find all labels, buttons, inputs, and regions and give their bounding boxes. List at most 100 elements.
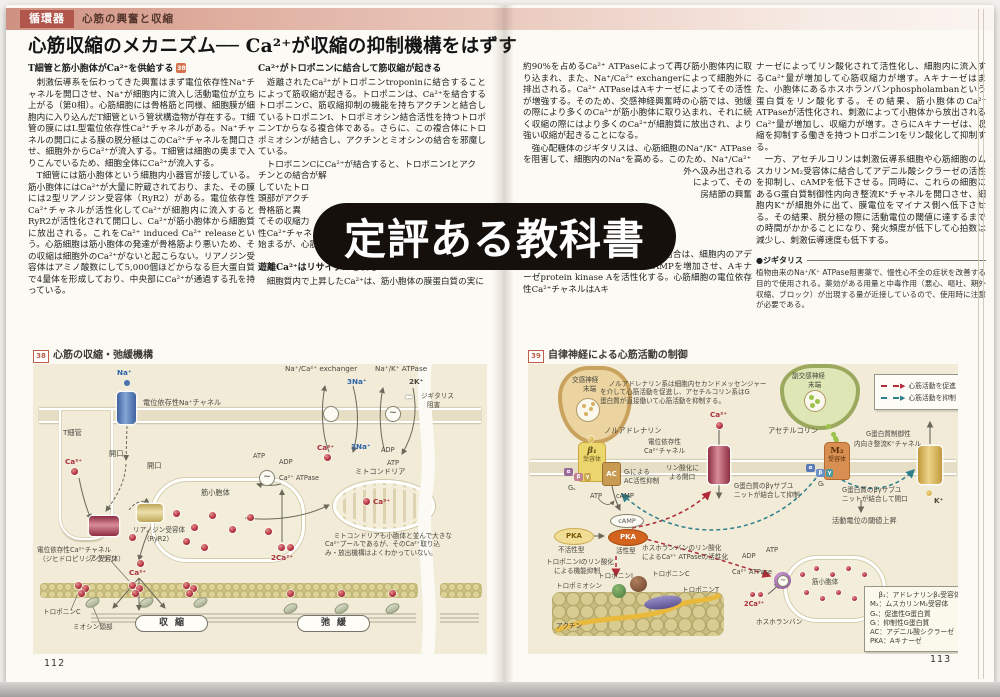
gs-alpha-subunit: α bbox=[564, 468, 573, 476]
ca-channel-label-2: Ca²⁺チャネル bbox=[644, 447, 686, 455]
paragraph: 細胞質内で上昇したCa²⁺は、筋小胞体の膜蛋白質の実に bbox=[266, 276, 484, 287]
ca-ion-dot bbox=[129, 534, 136, 541]
phospholamban-activation-label-2: によるCa²⁺ ATPaseの活性化 bbox=[642, 553, 729, 561]
troponin-i-ball bbox=[612, 584, 626, 598]
phospholamban-label: ホスホランバン bbox=[756, 618, 803, 626]
troponin-i-label: トロポニンI bbox=[598, 572, 633, 580]
ca-ion-dot bbox=[287, 544, 294, 551]
gi-alpha-subunit: α bbox=[806, 464, 815, 472]
column2-heading2: 遊離Ca²⁺はリサイクルされる bbox=[258, 262, 379, 273]
troponin-ca-dot bbox=[75, 582, 82, 589]
girk-label-2: 内向き整流K⁺チャネル bbox=[854, 440, 922, 448]
sr-label: 筋小胞体 bbox=[201, 488, 230, 497]
atp-label: ATP bbox=[387, 459, 400, 467]
camp-label: cAMP bbox=[616, 492, 634, 500]
digitalis-arrow-icon: ⬅ bbox=[405, 393, 413, 403]
adenylate-cyclase: AC bbox=[602, 462, 621, 486]
ca-ion-dot bbox=[183, 538, 190, 545]
ca-channel-label-1: 電位依存性Ca²⁺チャネル bbox=[37, 546, 112, 554]
ca-ion-dot bbox=[201, 544, 208, 551]
digitalis-label-1: ジギタリス bbox=[421, 392, 454, 400]
ca-ion-dot bbox=[209, 512, 216, 519]
ca-ion-dot bbox=[265, 528, 272, 535]
actin-filament bbox=[40, 583, 418, 598]
na-ion-dot bbox=[124, 380, 130, 386]
relax-pill: 弛緩 bbox=[297, 615, 370, 632]
ca-ion-dot bbox=[191, 524, 198, 531]
ca-atpase-label: Ca²⁺ ATPase bbox=[279, 474, 320, 482]
cell-membrane bbox=[39, 408, 481, 423]
nka-label: Na⁺/K⁺ ATPase bbox=[375, 364, 428, 373]
bg-inhibit-label-2: ニットが結合して抑制 bbox=[734, 491, 800, 499]
ca-atpase-label: Ca²⁺ ATPase bbox=[732, 568, 773, 576]
girk-label-1: G蛋白質制御性 bbox=[866, 430, 911, 438]
figure-ref-badge: 38 bbox=[176, 63, 187, 73]
bg-open-label-2: ニットが結合して開口 bbox=[842, 495, 908, 503]
myosin-head-detached bbox=[281, 601, 300, 616]
myosin-head-detached bbox=[383, 601, 402, 616]
ncx-label: Na⁺/Ca²⁺ exchanger bbox=[285, 364, 358, 373]
paragraph-partially-hidden: トロポニンCにCa²⁺が結合すると、トロポニンIとアクチンとの結合が解していたト… bbox=[258, 159, 476, 251]
ryr-label-1: リアノジン受容体 bbox=[133, 526, 186, 534]
ca-ion-dot bbox=[247, 514, 254, 521]
bg-inhibit-label-1: G蛋白質のβγサブユ bbox=[734, 482, 794, 490]
paragraph: 刺激伝導系を伝わってきた興奮はまず電位依存性Na⁺チャネルを開口させ、Na⁺が細… bbox=[28, 78, 255, 169]
contract-pill: 収縮 bbox=[135, 615, 208, 632]
page-number-right: 113 bbox=[930, 654, 952, 665]
page-edge-line bbox=[978, 9, 979, 679]
paragraph: 遊離されたCa²⁺がトロポニンtroponinに結合することによって筋収縮が起き… bbox=[258, 78, 486, 157]
troponin-t-label: トロポニンT bbox=[682, 586, 719, 594]
t-tubule-label: T細管 bbox=[63, 428, 82, 437]
section-tab: 循環器 bbox=[20, 10, 74, 28]
phospholamban-activation-label-1: ホスホランバンのリン酸化 bbox=[642, 544, 722, 552]
myosin-head-label: ミオシン頭部 bbox=[73, 623, 113, 631]
l-type-ca-channel bbox=[708, 446, 730, 484]
ca-ion-dot bbox=[324, 454, 331, 461]
gi-beta-subunit: β bbox=[816, 469, 825, 477]
figure38-panel: Na⁺ 電位依存性Na⁺チャネル T細管 Ca²⁺ 開口 開口 電位依存性Ca²… bbox=[33, 364, 487, 654]
troponin-ca-dot bbox=[186, 590, 193, 597]
na-channel-label: 電位依存性Na⁺チャネル bbox=[143, 398, 222, 407]
troponin-ca-dot bbox=[190, 585, 197, 592]
figure38-badge: 38 bbox=[33, 350, 49, 363]
atp-label: ATP bbox=[766, 546, 779, 554]
ca-ion-dot bbox=[71, 468, 78, 475]
acetylcholine-label: アセチルコリン bbox=[768, 426, 819, 435]
ca-ion-label: Ca²⁺ bbox=[65, 457, 83, 466]
adp-label: ADP bbox=[279, 458, 293, 466]
adp-label: ADP bbox=[742, 552, 756, 560]
actin-label: アクチン bbox=[556, 622, 583, 630]
figure39-badge: 39 bbox=[528, 350, 544, 363]
sr-label: 筋小胞体 bbox=[812, 578, 839, 586]
vesicle bbox=[576, 398, 600, 422]
digitalis-label-2: 阻害 bbox=[427, 401, 441, 409]
teal-dashed-arrow-icon bbox=[881, 397, 899, 399]
ca-ion-dot bbox=[278, 544, 285, 551]
na-ca-exchanger bbox=[323, 406, 339, 422]
pump-circle: ~ bbox=[777, 575, 789, 587]
2ca-label: 2Ca²⁺ bbox=[744, 600, 765, 608]
promo-banner: 定評ある教科書 bbox=[313, 203, 676, 270]
paragraph: ナーゼによってリン酸化されて活性化し、細胞内に流入するCa²⁺量が増加して心筋収… bbox=[756, 62, 986, 153]
page-edge-line bbox=[983, 9, 984, 679]
2k-label: 2K⁺ bbox=[409, 377, 424, 386]
gi-gamma-subunit: γ bbox=[826, 469, 833, 477]
k-ion-dot bbox=[926, 490, 932, 496]
pka-active-label: 活性型 bbox=[616, 547, 636, 555]
paragraph: 約90%を占めるCa²⁺ ATPaseによって再び筋小胞体内に取り込まれ、また、… bbox=[523, 62, 752, 141]
book-gutter bbox=[492, 5, 514, 683]
3na-in-label: 3Na⁺ bbox=[351, 442, 371, 451]
camp-oval: cAMP bbox=[610, 514, 644, 528]
ca-ion-dot bbox=[173, 510, 180, 517]
digitalis-note-body: 植物由来のNa⁺/K⁺ ATPase阻害薬で、慢性心不全の症状を改善する目的で使… bbox=[756, 268, 986, 310]
ca-channel-label-1: 電位依存性 bbox=[648, 438, 681, 446]
myosin-head-detached bbox=[332, 601, 351, 616]
troponin-ca-dot bbox=[129, 582, 136, 589]
